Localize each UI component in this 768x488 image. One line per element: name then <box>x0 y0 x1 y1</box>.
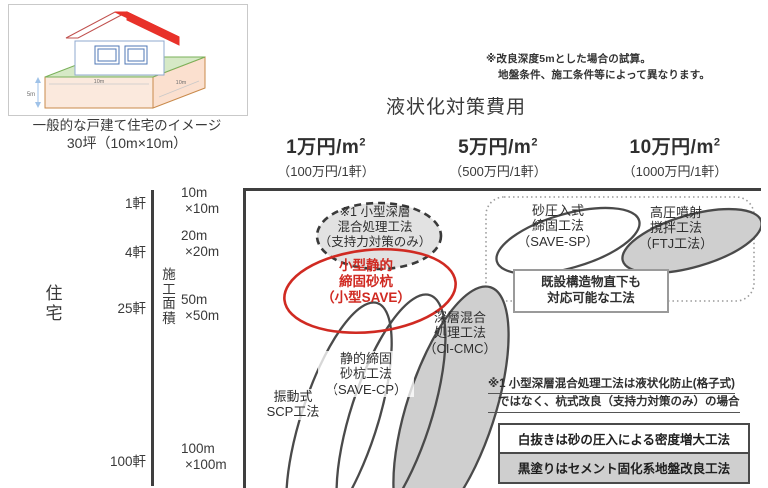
footnote-line1: ※1 小型深層混合処理工法は液状化防止(格子式) <box>488 376 735 395</box>
axis-title-housing: 住 宅 <box>26 284 82 323</box>
calculation-note-line2: 地盤条件、施工条件等によって異なります。 <box>498 68 711 81</box>
tick-houses-4: 100軒 <box>109 454 146 469</box>
area-label-2-line1: 20m <box>181 228 208 243</box>
ellipse-ftj <box>621 207 761 275</box>
existing-structure-caption-line1: 既設構造物直下も <box>540 275 641 289</box>
tick-houses-2: 4軒 <box>124 245 146 260</box>
cost-per-house-2: （500万円/1軒） <box>449 164 547 179</box>
existing-structure-caption: 既設構造物直下も 対応可能な工法 <box>513 269 669 313</box>
tick-houses-1: 1軒 <box>124 196 146 211</box>
area-label-1-line2: ×10m <box>185 201 220 217</box>
cost-column-header-3: 10万円/m2 （1000万円/1軒） <box>600 132 750 180</box>
cost-column-header-2: 5万円/m2 （500万円/1軒） <box>428 132 568 180</box>
existing-structure-caption-line2: 対応可能な工法 <box>547 291 635 306</box>
cost-per-house-1: （100万円/1軒） <box>277 164 375 179</box>
legend-gray-fill: 黒塗りはセメント固化系地盤改良工法 <box>498 452 750 484</box>
ellipse-small-save <box>283 247 457 335</box>
cost-per-house-3: （1000万円/1軒） <box>622 164 728 179</box>
area-label-1: 10m ×10m <box>181 185 251 218</box>
house-depth-label: 5m <box>27 92 35 98</box>
cost-value-2: 5万円/m2 <box>458 136 538 158</box>
cost-value-1: 1万円/m2 <box>286 136 366 158</box>
axis-title-construction-area: 施工面積 <box>162 267 176 326</box>
calculation-note: ※改良深度5mとした場合の試算。 地盤条件、施工条件等によって異なります。 <box>486 52 764 84</box>
method-ellipses-svg <box>283 196 761 488</box>
cost-exponent-3: 2 <box>713 136 721 149</box>
house-illustration-panel: 5m 10m 10m <box>8 4 248 116</box>
axis-title-housing-char2: 宅 <box>45 303 63 323</box>
footnote-small-dsm: ※1 小型深層混合処理工法は液状化防止(格子式) ではなく、杭式改良（支持力対策… <box>488 376 764 413</box>
area-label-4: 100m ×100m <box>181 441 251 474</box>
cost-value-3: 10万円/m2 <box>629 136 721 158</box>
area-label-3-line2: ×50m <box>185 308 220 324</box>
axis-title-housing-char1: 住 <box>45 284 63 303</box>
calculation-note-line1: ※改良深度5mとした場合の試算。 <box>486 53 652 65</box>
area-label-4-line1: 100m <box>181 441 215 456</box>
house-caption: 一般的な戸建て住宅のイメージ 30坪（10m×10m） <box>6 118 248 152</box>
cost-column-header-1: 1万円/m2 （100万円/1軒） <box>256 132 396 180</box>
cost-exponent-1: 2 <box>359 136 366 149</box>
footnote-line2: ではなく、杭式改良（支持力対策のみ）の場合 <box>488 394 740 413</box>
ellipse-save-sp <box>495 206 641 276</box>
area-label-2: 20m ×20m <box>181 228 251 261</box>
area-label-4-line2: ×100m <box>185 457 227 473</box>
house-caption-line1: 一般的な戸建て住宅のイメージ <box>32 118 222 133</box>
area-label-3-line1: 50m <box>181 292 208 307</box>
tick-houses-3: 25軒 <box>117 301 146 316</box>
chart-plot-area <box>243 188 761 488</box>
house-side-label: 10m <box>176 80 187 86</box>
area-label-3: 50m ×50m <box>181 292 251 325</box>
ellipse-small-dsm <box>315 201 443 271</box>
chart-title: 液状化対策費用 <box>386 97 527 118</box>
house-illustration-svg: 5m 10m 10m <box>27 11 206 109</box>
y-axis-line <box>151 190 154 486</box>
house-caption-line2: 30坪（10m×10m） <box>66 134 188 151</box>
house-width-label: 10m <box>94 79 105 85</box>
cost-exponent-2: 2 <box>531 136 538 149</box>
area-label-1-line1: 10m <box>181 185 208 200</box>
legend-white-fill: 白抜きは砂の圧入による密度増大工法 <box>498 423 750 455</box>
ellipse-save-cp <box>335 293 447 488</box>
area-label-2-line2: ×20m <box>185 244 220 260</box>
